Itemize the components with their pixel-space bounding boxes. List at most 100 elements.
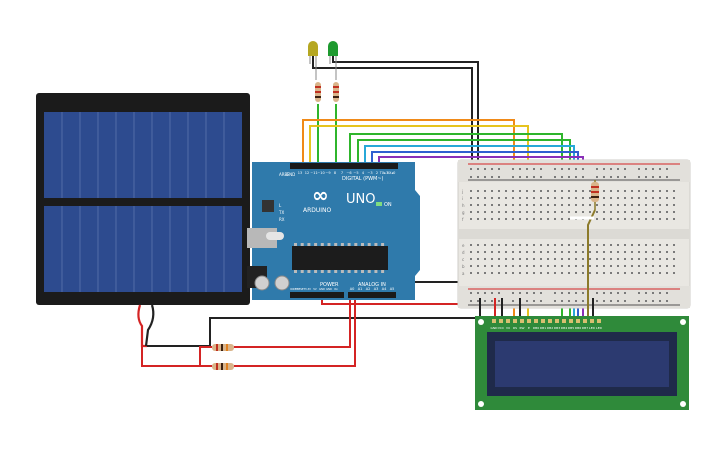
breadboard-hole[interactable] — [561, 204, 563, 206]
breadboard-hole[interactable] — [645, 244, 647, 246]
breadboard-hole[interactable] — [645, 251, 647, 253]
breadboard-hole[interactable] — [624, 265, 626, 267]
breadboard-hole[interactable] — [589, 265, 591, 267]
divider-resistor-bottom[interactable] — [212, 363, 234, 370]
breadboard-hole[interactable] — [561, 251, 563, 253]
breadboard-hole[interactable] — [484, 218, 486, 220]
lcd-pin[interactable] — [555, 319, 559, 323]
breadboard-rail-hole[interactable] — [645, 300, 647, 302]
breadboard-hole[interactable] — [484, 211, 486, 213]
breadboard-hole[interactable] — [554, 211, 556, 213]
breadboard-hole[interactable] — [617, 265, 619, 267]
breadboard-hole[interactable] — [540, 190, 542, 192]
breadboard-hole[interactable] — [589, 251, 591, 253]
breadboard-hole[interactable] — [491, 265, 493, 267]
breadboard-rail-hole[interactable] — [519, 168, 521, 170]
breadboard-rail-hole[interactable] — [554, 292, 556, 294]
breadboard-hole[interactable] — [617, 244, 619, 246]
breadboard-rail-hole[interactable] — [498, 168, 500, 170]
breadboard-hole[interactable] — [638, 211, 640, 213]
breadboard-rail-hole[interactable] — [484, 168, 486, 170]
breadboard-rail-hole[interactable] — [498, 292, 500, 294]
solar-panel[interactable] — [36, 93, 250, 305]
breadboard-hole[interactable] — [638, 244, 640, 246]
breadboard-hole[interactable] — [603, 211, 605, 213]
breadboard-hole[interactable] — [533, 204, 535, 206]
breadboard-hole[interactable] — [477, 197, 479, 199]
breadboard-rail-hole[interactable] — [470, 176, 472, 178]
breadboard-rail-hole[interactable] — [610, 292, 612, 294]
breadboard-hole[interactable] — [477, 251, 479, 253]
breadboard-hole[interactable] — [554, 190, 556, 192]
breadboard-hole[interactable] — [610, 190, 612, 192]
led-resistor-yellow[interactable] — [315, 82, 321, 102]
breadboard-hole[interactable] — [624, 218, 626, 220]
breadboard-rail-hole[interactable] — [568, 168, 570, 170]
breadboard-rail-hole[interactable] — [603, 176, 605, 178]
lcd-pin[interactable] — [548, 319, 552, 323]
breadboard-hole[interactable] — [610, 218, 612, 220]
breadboard-rail-hole[interactable] — [582, 292, 584, 294]
breadboard-rail-hole[interactable] — [638, 168, 640, 170]
breadboard-rail-hole[interactable] — [554, 168, 556, 170]
breadboard-hole[interactable] — [526, 258, 528, 260]
breadboard-hole[interactable] — [596, 204, 598, 206]
breadboard-hole[interactable] — [470, 251, 472, 253]
breadboard-hole[interactable] — [603, 190, 605, 192]
breadboard-rail-hole[interactable] — [617, 176, 619, 178]
breadboard-hole[interactable] — [554, 258, 556, 260]
breadboard-hole[interactable] — [582, 204, 584, 206]
breadboard-hole[interactable] — [638, 218, 640, 220]
breadboard-hole[interactable] — [477, 244, 479, 246]
breadboard-rail-hole[interactable] — [638, 300, 640, 302]
breadboard-hole[interactable] — [631, 251, 633, 253]
breadboard-hole[interactable] — [498, 251, 500, 253]
breadboard-rail-hole[interactable] — [582, 168, 584, 170]
breadboard-rail-hole[interactable] — [645, 176, 647, 178]
breadboard-hole[interactable] — [617, 204, 619, 206]
breadboard-rail-hole[interactable] — [484, 176, 486, 178]
breadboard-hole[interactable] — [645, 272, 647, 274]
breadboard-hole[interactable] — [666, 218, 668, 220]
breadboard-resistor[interactable] — [591, 180, 599, 210]
lcd-pin[interactable] — [590, 319, 594, 323]
breadboard-hole[interactable] — [659, 197, 661, 199]
lcd-pin[interactable] — [562, 319, 566, 323]
breadboard-hole[interactable] — [512, 218, 514, 220]
breadboard-hole[interactable] — [575, 211, 577, 213]
breadboard-hole[interactable] — [666, 251, 668, 253]
breadboard-hole[interactable] — [624, 190, 626, 192]
breadboard-hole[interactable] — [673, 258, 675, 260]
breadboard-hole[interactable] — [533, 218, 535, 220]
breadboard-hole[interactable] — [484, 251, 486, 253]
breadboard-hole[interactable] — [491, 204, 493, 206]
breadboard-hole[interactable] — [666, 244, 668, 246]
breadboard-hole[interactable] — [575, 204, 577, 206]
breadboard-hole[interactable] — [673, 197, 675, 199]
breadboard-hole[interactable] — [519, 197, 521, 199]
breadboard-rail-hole[interactable] — [477, 292, 479, 294]
breadboard-hole[interactable] — [673, 265, 675, 267]
breadboard-hole[interactable] — [610, 244, 612, 246]
breadboard-hole[interactable] — [666, 190, 668, 192]
breadboard-rail-hole[interactable] — [498, 300, 500, 302]
breadboard-hole[interactable] — [582, 265, 584, 267]
breadboard-hole[interactable] — [673, 190, 675, 192]
breadboard-hole[interactable] — [568, 190, 570, 192]
breadboard-hole[interactable] — [652, 218, 654, 220]
breadboard-rail-hole[interactable] — [533, 300, 535, 302]
breadboard-hole[interactable] — [589, 204, 591, 206]
analog-header[interactable] — [348, 292, 396, 298]
breadboard-rail-hole[interactable] — [540, 300, 542, 302]
breadboard-rail-hole[interactable] — [624, 168, 626, 170]
breadboard-hole[interactable] — [512, 258, 514, 260]
breadboard-hole[interactable] — [491, 251, 493, 253]
breadboard-rail-hole[interactable] — [477, 176, 479, 178]
breadboard-hole[interactable] — [498, 190, 500, 192]
breadboard-rail-hole[interactable] — [526, 292, 528, 294]
led-resistor-green[interactable] — [333, 82, 339, 102]
breadboard-hole[interactable] — [505, 211, 507, 213]
breadboard-rail-hole[interactable] — [533, 292, 535, 294]
breadboard-hole[interactable] — [477, 190, 479, 192]
breadboard-hole[interactable] — [582, 251, 584, 253]
